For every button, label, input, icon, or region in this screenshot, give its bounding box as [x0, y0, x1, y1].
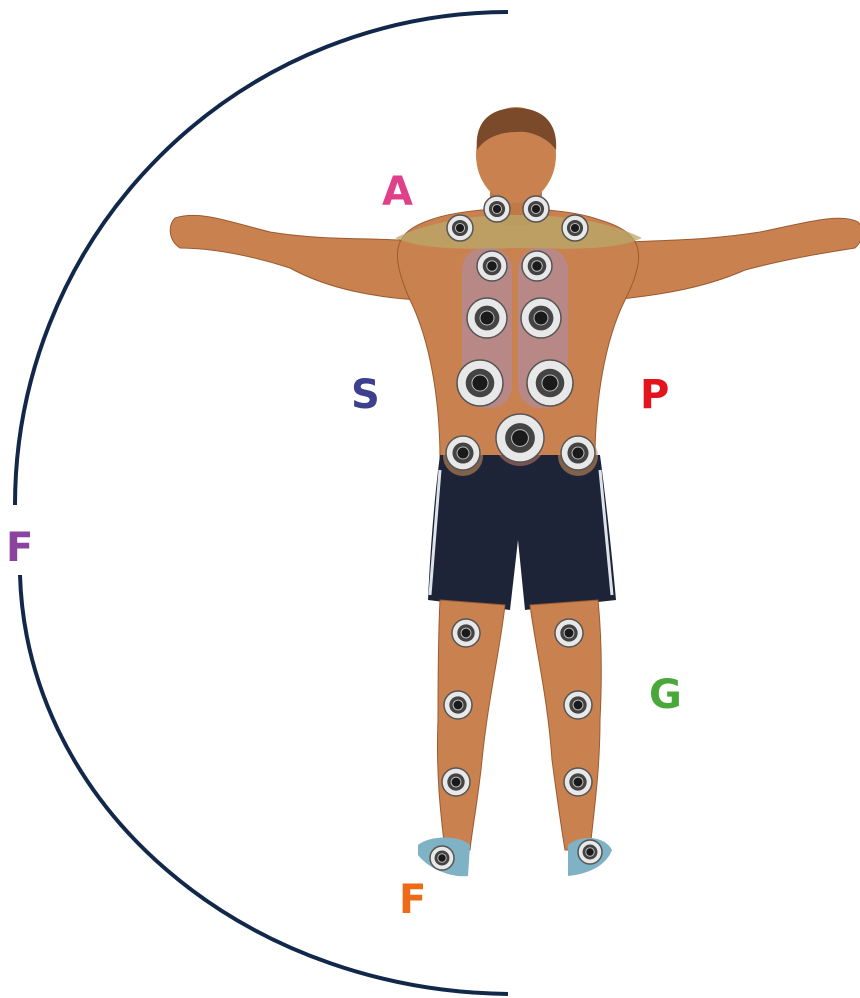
sensor-pad-icon	[523, 196, 549, 222]
sensor-pad-icon	[442, 768, 470, 796]
sensor-pad-icon	[452, 619, 480, 647]
zone-label-g: G	[649, 675, 681, 715]
sensor-pad-icon	[561, 436, 595, 470]
zone-label-f-side: F	[6, 528, 32, 568]
sensor-pad-icon	[521, 298, 561, 338]
sensor-pad-icon	[522, 251, 552, 281]
sensor-pad-icon	[477, 251, 507, 281]
sensor-pad-icon	[564, 768, 592, 796]
sensor-pad-icon	[578, 840, 602, 864]
sensor-pad-icon	[527, 360, 573, 406]
sensor-pad-icon	[555, 619, 583, 647]
zone-label-p: P	[640, 375, 668, 415]
range-arc-lower	[20, 575, 508, 994]
sensor-pad-icon	[444, 691, 472, 719]
left-arm	[170, 215, 420, 300]
sensor-pad-icon	[496, 414, 544, 462]
sensor-pad-icon	[562, 215, 588, 241]
zone-label-s: S	[351, 375, 379, 415]
sensor-pad-icon	[447, 215, 473, 241]
sensor-pad-icon	[457, 360, 503, 406]
sensor-pad-icon	[430, 846, 454, 870]
right-arm	[612, 218, 860, 300]
sensor-pad-icon	[446, 436, 480, 470]
sensor-pad-icon	[467, 298, 507, 338]
sensor-pad-icon	[564, 691, 592, 719]
zone-label-f-bottom: F	[399, 880, 425, 920]
sensor-pad-icon	[484, 196, 510, 222]
shorts	[428, 455, 616, 610]
zone-label-a: A	[382, 172, 412, 212]
